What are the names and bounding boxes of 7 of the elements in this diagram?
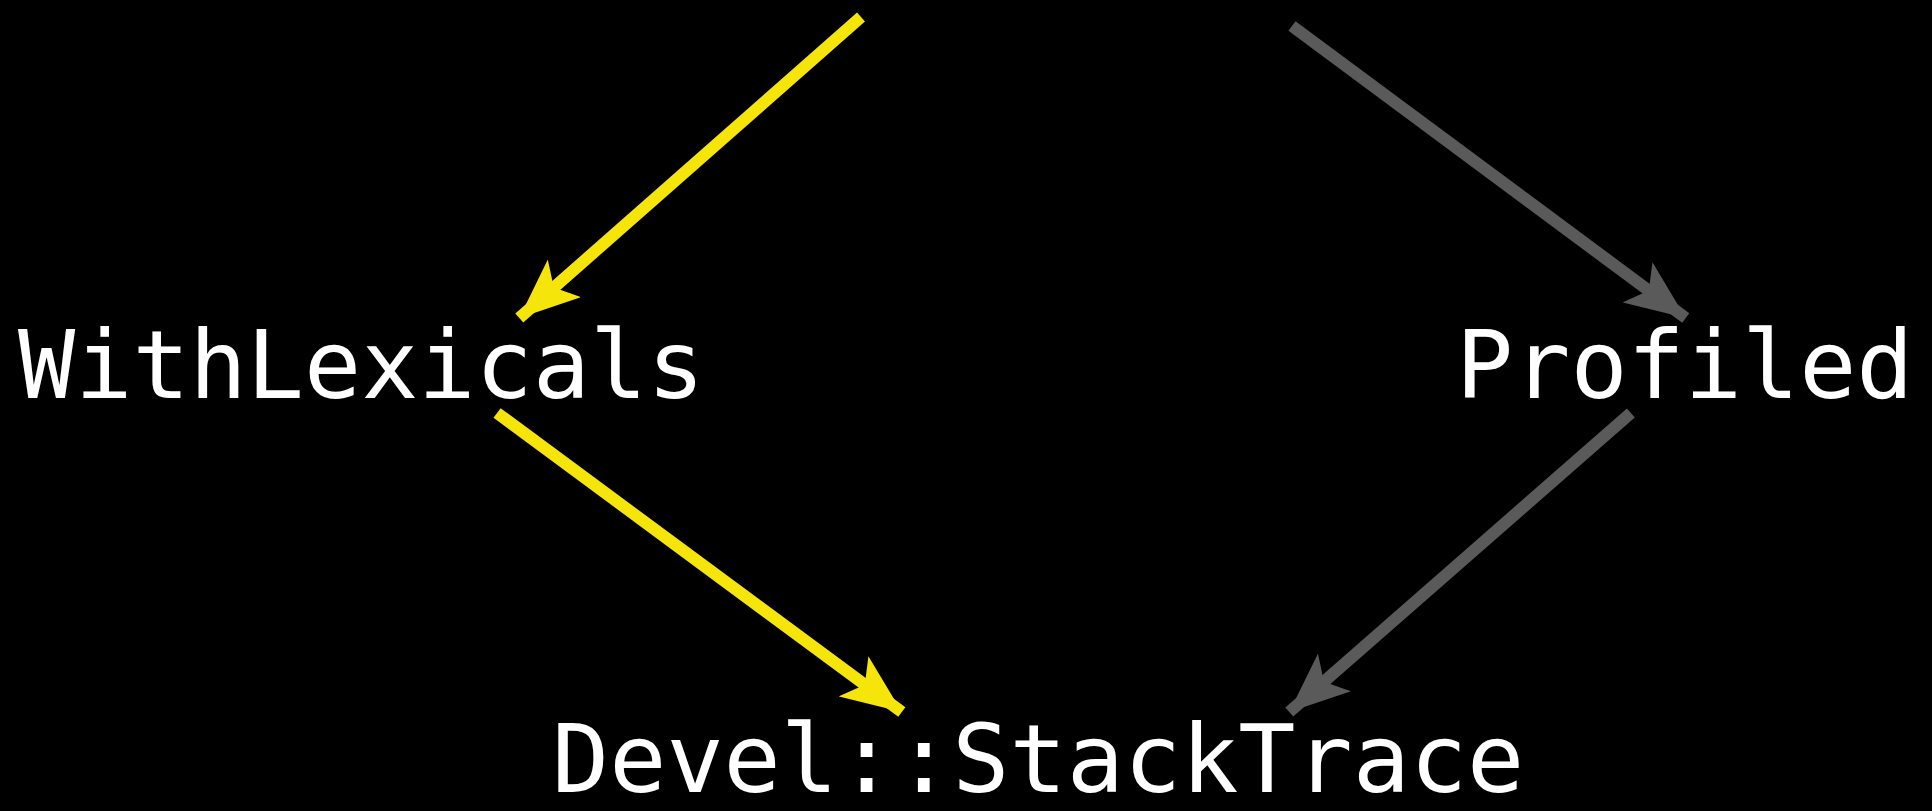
node-label: WithLexicals — [18, 318, 705, 413]
arrow — [493, 408, 906, 717]
node-label: Profiled — [1456, 318, 1914, 413]
arrow — [515, 12, 865, 323]
arrow — [1285, 408, 1635, 717]
arrow — [1288, 21, 1690, 323]
node-label: Devel::StackTrace — [552, 712, 1525, 807]
